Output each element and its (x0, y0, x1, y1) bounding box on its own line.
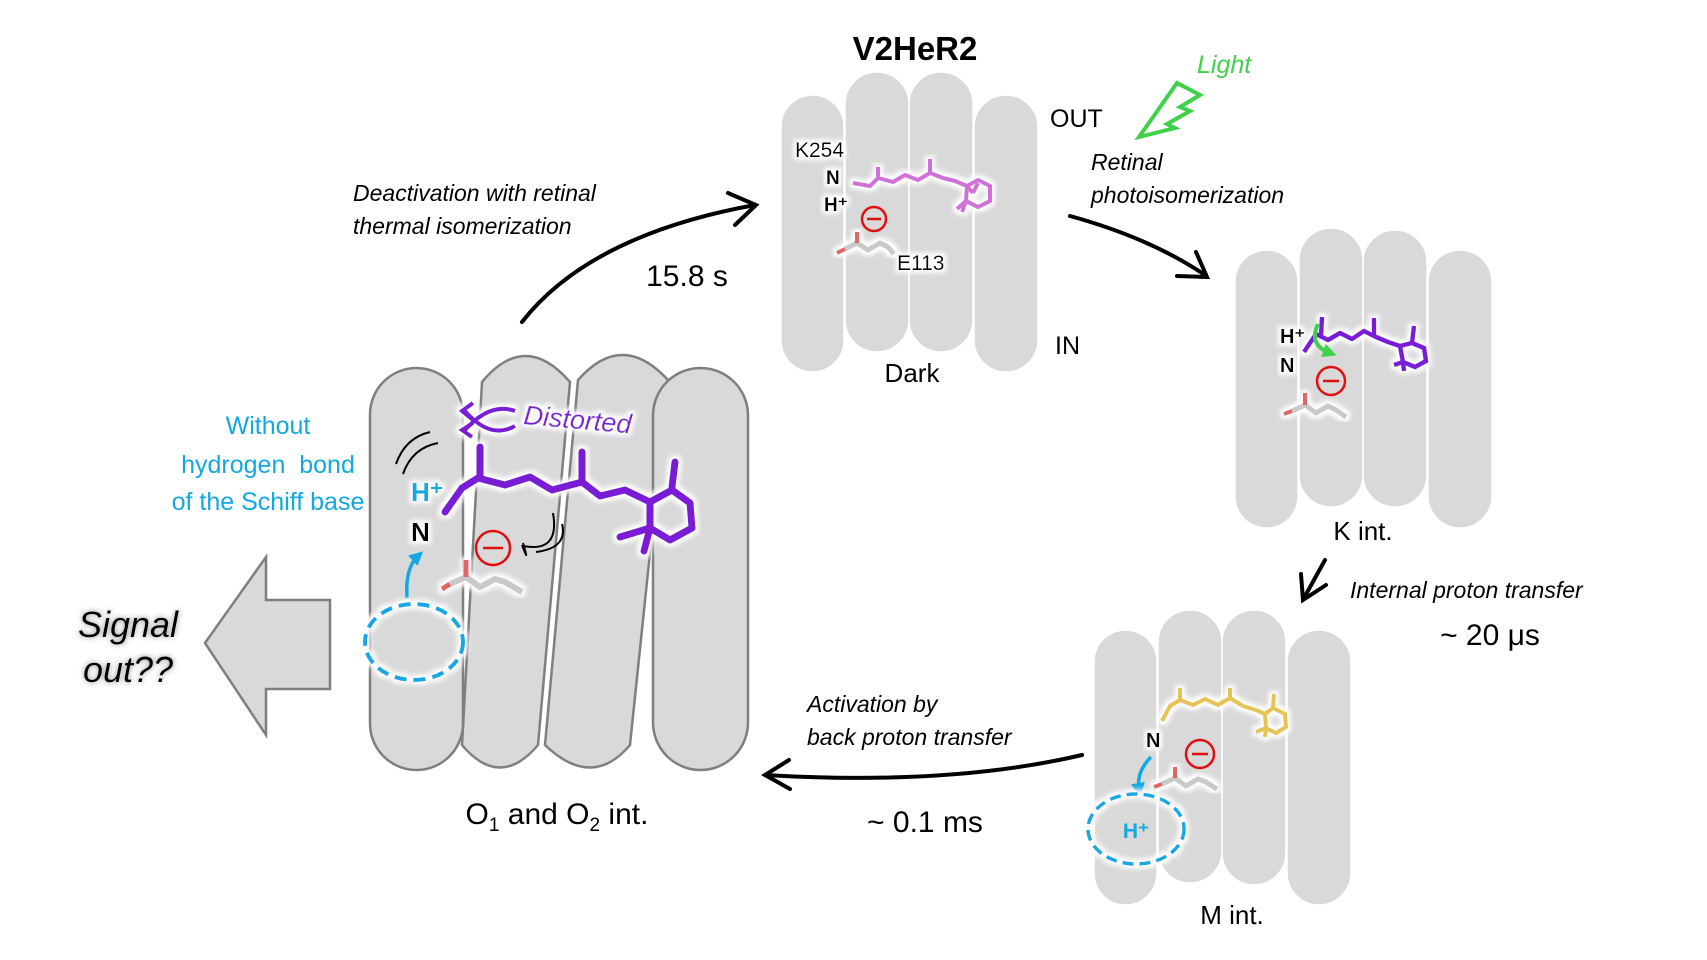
o-label-mid: and O (499, 798, 589, 831)
o-retinal-molecule (441, 443, 696, 555)
helix (973, 94, 1039, 373)
schiff-base-h: H⁺ (1280, 326, 1305, 348)
empty-proton-pocket-icon (363, 602, 465, 682)
released-proton-label: H⁺ (1123, 820, 1149, 843)
glutamate-molecule (836, 232, 896, 256)
lightning-bolt-icon (1134, 80, 1205, 141)
helix (1093, 629, 1158, 906)
dark-state-label: Dark (885, 358, 941, 388)
m-to-o-time: ~ 0.1 ms (867, 806, 983, 839)
glutamate-molecule (1153, 767, 1219, 792)
helix (844, 71, 910, 353)
schiff-base-n: N (1146, 730, 1160, 752)
helix (651, 366, 750, 772)
schiff-base-n: N (411, 517, 430, 547)
deactivation-label-line1: Deactivation with retinal (353, 180, 597, 206)
deactivation-label-line2: thermal isomerization (353, 213, 572, 239)
photoisomerization-label-line1: Retinal (1091, 149, 1163, 175)
annotation-line1: Without (226, 412, 311, 440)
k-state: H⁺ N K int. (1234, 227, 1493, 546)
annotation-line3: of the Schiff base (172, 488, 365, 516)
activation-label-line2: back proton transfer (807, 724, 1013, 750)
rotation-arrow-icon (1313, 323, 1337, 358)
o-label-prefix: O (466, 798, 489, 831)
helix (1221, 609, 1287, 886)
m-retinal-molecule (1160, 688, 1289, 738)
k-state-label: K int. (1333, 516, 1392, 546)
k-retinal-molecule (1302, 316, 1429, 372)
signal-label-line1: Signal (78, 604, 179, 645)
schiff-base-h: H⁺ (824, 195, 848, 216)
glutamate-molecule (1283, 393, 1348, 420)
proton-pocket-icon (1086, 792, 1186, 866)
arrow-dark-to-k (1068, 214, 1211, 280)
k-to-m-time: ~ 20 μs (1440, 619, 1540, 652)
helix (1234, 249, 1299, 529)
helix (908, 71, 974, 353)
membrane-in-label: IN (1055, 332, 1080, 360)
m-helices (1093, 609, 1352, 906)
arrow-m-to-o (761, 753, 1084, 791)
anion-icon (1315, 365, 1347, 397)
strain-mark-icon (395, 431, 431, 465)
distortion-twist-icon (458, 401, 516, 439)
helix (1362, 229, 1428, 508)
strain-mark-icon (402, 442, 439, 475)
glu-residue-label: E113 (897, 252, 945, 275)
signal-label-line2: out?? (83, 649, 173, 690)
strain-mark-icon (535, 523, 564, 553)
helix (368, 366, 465, 772)
o-state: Distorted H⁺ N Without hydrogen bond (172, 353, 750, 836)
anion-icon (860, 205, 888, 233)
schiff-base-n: N (1280, 355, 1294, 377)
dark-state: K254 N H⁺ E113 Dark OUT IN (780, 71, 1103, 388)
o-state-label: O1 and O2 int. (466, 798, 649, 836)
activation-label-line1: Activation by (805, 691, 939, 717)
arrow-k-to-m (1299, 558, 1328, 604)
proton-release-arrow-icon (1130, 755, 1153, 797)
anion-icon (474, 529, 512, 567)
o-label-suffix: int. (600, 798, 648, 831)
annotation-line2: hydrogen bond (181, 451, 355, 479)
photoisomerization-label-line2: photoisomerization (1090, 182, 1284, 208)
o-label-sub1: 1 (489, 815, 500, 836)
schiff-base-n: N (826, 168, 840, 189)
k-helices (1234, 227, 1493, 529)
helix (1427, 249, 1493, 529)
m-state: N H⁺ M int. (1086, 609, 1352, 930)
m-state-label: M int. (1200, 900, 1264, 930)
diagram-title: V2HeR2 (853, 30, 978, 67)
helix (460, 354, 572, 769)
o-to-dark-time: 15.8 s (646, 260, 728, 293)
signal-label: Signal out?? (78, 604, 179, 690)
light-label: Light (1197, 51, 1252, 79)
strain-mark-icon (522, 512, 556, 548)
arrow-o-to-dark (520, 191, 760, 324)
glutamate-molecule (440, 560, 524, 595)
lys-residue-label: K254 (795, 139, 844, 162)
schiff-base-h: H⁺ (411, 477, 444, 507)
internal-proton-transfer-label: Internal proton transfer (1350, 577, 1584, 603)
helix (780, 94, 845, 373)
dark-retinal-molecule (852, 159, 992, 213)
dark-helices (780, 71, 1039, 373)
helix (543, 353, 670, 769)
signal-out-arrow-icon (203, 553, 332, 740)
anion-icon (1184, 738, 1216, 770)
o-label-sub2: 2 (590, 815, 601, 836)
membrane-out-label: OUT (1050, 105, 1103, 133)
proton-uptake-arrow-icon (404, 551, 424, 599)
helix (1286, 629, 1352, 906)
